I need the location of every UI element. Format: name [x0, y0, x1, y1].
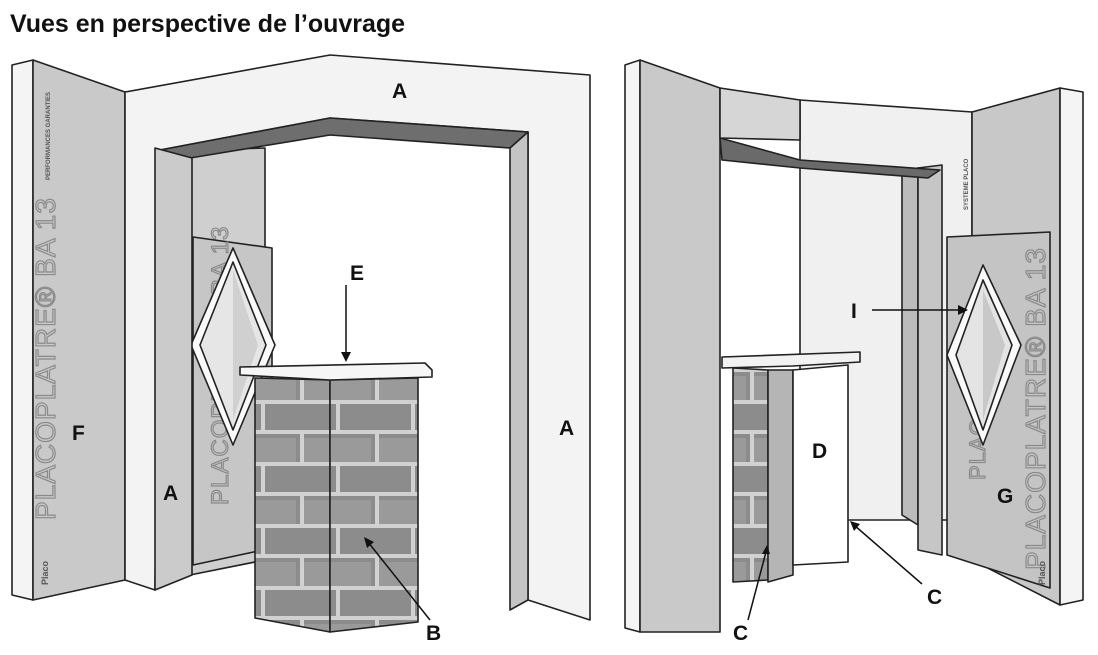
- placo-logo-text: Placo: [1037, 560, 1047, 585]
- right-view: SYSTEME PLACO PLACOPLATRE® BA 13 PLACO P…: [624, 59, 1084, 645]
- label-A: A: [559, 417, 574, 440]
- board-brand-text: PLACOPLATRE® BA 13: [1020, 247, 1051, 570]
- label-B: B: [426, 622, 441, 645]
- board-brand-text: PLACOPLATRE® BA 13: [30, 197, 61, 520]
- lintel-underside: [719, 137, 941, 179]
- label-C: C: [733, 622, 748, 645]
- placo-logo-text: Placo: [40, 560, 50, 585]
- inner-board: [901, 167, 919, 526]
- label-E: E: [350, 262, 364, 285]
- label-I: I: [851, 300, 857, 323]
- pillar-B: [239, 362, 433, 633]
- frame-A-right-leg: [509, 131, 529, 611]
- shelf: [721, 351, 861, 369]
- label-F: F: [72, 422, 85, 445]
- system-text: SYSTEME PLACO: [964, 158, 970, 210]
- board-left-edge: [624, 59, 641, 633]
- frame-A-left-leg: [154, 147, 193, 591]
- label-D: D: [812, 440, 827, 463]
- board-right-edge: [1059, 87, 1084, 606]
- pillar-D: [721, 351, 861, 583]
- label-C: C: [927, 586, 942, 609]
- arrow-C: [853, 524, 923, 585]
- arrow-B: [367, 541, 431, 621]
- board-left: [639, 59, 721, 633]
- inner-leg: [917, 164, 943, 556]
- lintel-wall: [719, 87, 801, 141]
- arrow-C: [747, 551, 767, 621]
- page-title: Vues en perspective de l’ouvrage: [10, 10, 406, 38]
- shelf-E: [239, 362, 433, 381]
- left-view: PLACOPLATRE® BA 13 PLACOPLATRE® BA 13 Pl…: [11, 54, 591, 645]
- label-A: A: [163, 482, 178, 505]
- label-A: A: [392, 80, 407, 103]
- label-G: G: [997, 485, 1013, 508]
- diamond-window: [190, 247, 276, 446]
- stamp-text: PERFORMANCES GARANTIES: [46, 92, 52, 180]
